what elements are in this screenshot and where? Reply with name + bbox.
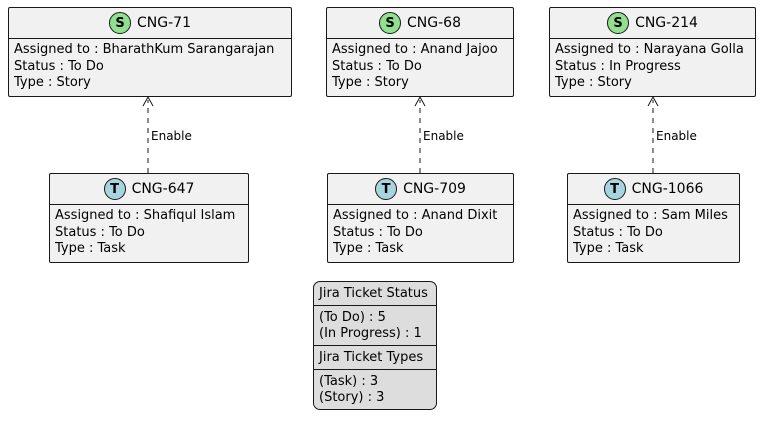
ticket-id: CNG-68 xyxy=(407,15,461,31)
card-header: T CNG-1066 xyxy=(568,174,739,205)
type: Type : Story xyxy=(555,75,632,90)
card-body: Assigned to : Anand Dixit Status : To Do… xyxy=(328,205,513,258)
legend-row-todo: (To Do) : 5 xyxy=(319,310,386,325)
ticket-id: CNG-709 xyxy=(403,181,466,197)
story-card-cng-68[interactable]: S CNG-68 Assigned to : Anand Jajoo Statu… xyxy=(326,7,514,97)
type: Type : Task xyxy=(55,241,126,256)
assigned-to: Assigned to : Shafiqul Islam xyxy=(55,208,236,223)
status: Status : To Do xyxy=(332,58,422,74)
type: Type : Task xyxy=(333,241,404,256)
card-header: S CNG-68 xyxy=(327,8,513,39)
ticket-id: CNG-214 xyxy=(635,15,698,31)
legend-types-rows: (Task) : 3 (Story) : 3 xyxy=(314,370,436,409)
edge-label: Enable xyxy=(423,129,464,143)
legend-row-story: (Story) : 3 xyxy=(319,390,385,405)
card-body: Assigned to : Narayana Golla Status : In… xyxy=(550,39,755,92)
task-icon: T xyxy=(103,178,126,200)
card-header: T CNG-709 xyxy=(328,174,513,205)
edge-cng1066-cng214: Enable xyxy=(647,95,697,173)
card-header: T CNG-647 xyxy=(50,174,248,205)
legend-status-title: Jira Ticket Status xyxy=(314,282,436,306)
story-icon: S xyxy=(109,12,132,34)
card-body: Assigned to : Sam Miles Status : To Do T… xyxy=(568,205,739,258)
card-header: S CNG-71 xyxy=(9,8,291,39)
type: Type : Story xyxy=(332,75,409,90)
edge-label: Enable xyxy=(656,129,697,143)
task-card-cng-1066[interactable]: T CNG-1066 Assigned to : Sam Miles Statu… xyxy=(567,173,740,263)
status: Status : In Progress xyxy=(555,58,681,74)
type: Type : Story xyxy=(14,75,91,90)
story-icon: S xyxy=(379,12,402,34)
ticket-id: CNG-647 xyxy=(131,181,195,197)
legend: Jira Ticket Status (To Do) : 5 (In Progr… xyxy=(313,281,437,410)
ticket-id: CNG-1066 xyxy=(631,181,704,197)
legend-row-in-progress: (In Progress) : 1 xyxy=(319,326,422,341)
story-card-cng-214[interactable]: S CNG-214 Assigned to : Narayana Golla S… xyxy=(549,7,756,97)
card-header: S CNG-214 xyxy=(550,8,755,39)
edge-cng709-cng68: Enable xyxy=(414,95,464,173)
status: Status : To Do xyxy=(573,224,663,240)
assigned-to: Assigned to : Narayana Golla xyxy=(555,42,744,57)
assigned-to: Assigned to : Anand Jajoo xyxy=(332,42,498,57)
assigned-to: Assigned to : Anand Dixit xyxy=(333,208,498,223)
assigned-to: Assigned to : Sam Miles xyxy=(573,208,728,223)
assigned-to: Assigned to : BharathKum Sarangarajan xyxy=(14,42,275,57)
status: Status : To Do xyxy=(14,58,104,74)
card-body: Assigned to : BharathKum Sarangarajan St… xyxy=(9,39,291,92)
story-card-cng-71[interactable]: S CNG-71 Assigned to : BharathKum Sarang… xyxy=(8,7,292,97)
task-icon: T xyxy=(603,178,626,200)
status: Status : To Do xyxy=(333,224,423,240)
task-card-cng-709[interactable]: T CNG-709 Assigned to : Anand Dixit Stat… xyxy=(327,173,514,263)
task-card-cng-647[interactable]: T CNG-647 Assigned to : Shafiqul Islam S… xyxy=(49,173,249,263)
edge-cng647-cng71: Enable xyxy=(142,95,192,173)
legend-status-rows: (To Do) : 5 (In Progress) : 1 xyxy=(314,306,436,346)
ticket-id: CNG-71 xyxy=(137,15,191,31)
story-icon: S xyxy=(607,12,630,34)
card-body: Assigned to : Anand Jajoo Status : To Do… xyxy=(327,39,513,92)
card-body: Assigned to : Shafiqul Islam Status : To… xyxy=(50,205,248,258)
type: Type : Task xyxy=(573,241,644,256)
edge-label: Enable xyxy=(151,129,192,143)
legend-row-task: (Task) : 3 xyxy=(319,374,379,389)
status: Status : To Do xyxy=(55,224,145,240)
task-icon: T xyxy=(375,178,398,200)
legend-types-title: Jira Ticket Types xyxy=(314,346,436,370)
